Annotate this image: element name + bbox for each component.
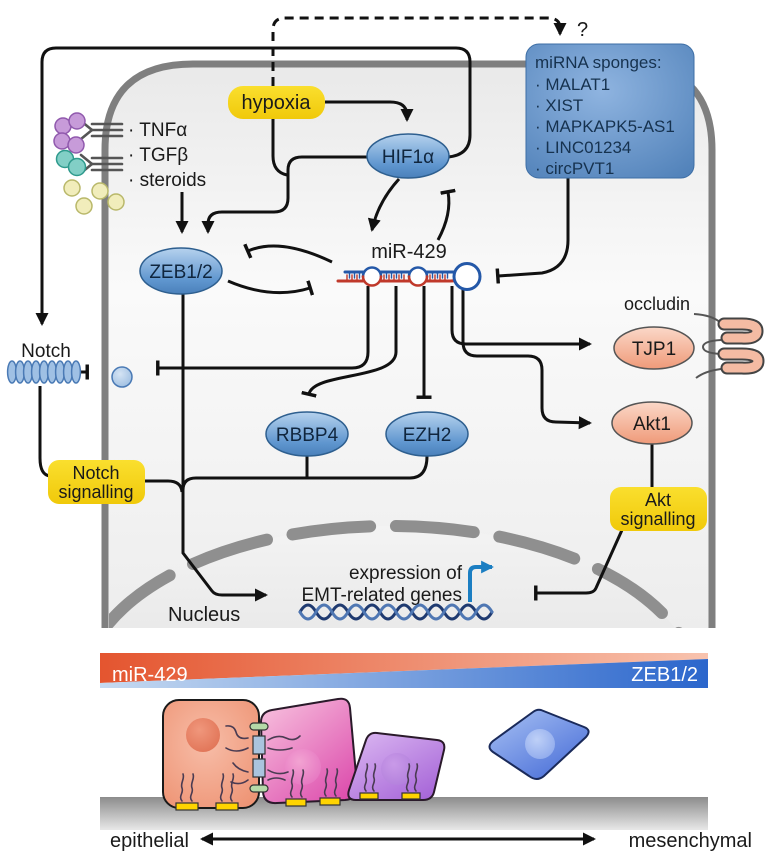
- line-hypoxia-branch: [271, 117, 288, 177]
- tbar-mir429-to-hif1a: [436, 188, 456, 241]
- gradient-bar: miR-429 ZEB1/2: [100, 653, 708, 688]
- sponges-panel: [525, 43, 695, 179]
- transition-cell-1-nucleus: [285, 749, 321, 785]
- tnfa-ligand-icon: [53, 112, 86, 154]
- microvilli-squiggles: [225, 725, 301, 785]
- hypoxia-box: [228, 86, 325, 119]
- notch-receptor: Notch: [6, 341, 133, 388]
- sponge-item: · LINC01234: [535, 138, 631, 157]
- arrow-hypoxia-to-hif1a: [325, 100, 414, 122]
- epithelial-cell: [162, 699, 260, 809]
- arrow-hif1a-to-notch: [35, 46, 472, 326]
- mirna-sponges-box: miRNA sponges: · MALAT1 · XIST · MAPKAPK…: [525, 19, 695, 179]
- epithelial-nucleus: [186, 718, 220, 752]
- dna-helix-icon: [298, 603, 494, 621]
- occludin-loop-icon: [717, 347, 765, 375]
- nucleus-content: Nucleus expression of EMT-related genes: [168, 560, 494, 626]
- rbbp4-label: RBBP4: [276, 425, 339, 446]
- sponge-item: · circPVT1: [535, 159, 614, 178]
- sponge-item: · XIST: [535, 96, 583, 115]
- mir429-label: miR-429: [371, 241, 447, 263]
- nuclear-envelope: [109, 520, 704, 628]
- sponge-item: · MALAT1: [535, 75, 610, 94]
- notch-signalling-line2: signalling: [58, 482, 133, 502]
- hif1a-label: HIF1α: [382, 147, 434, 168]
- notch-signalling-line1: Notch: [72, 463, 119, 483]
- steroid-ligand-icon: [63, 179, 125, 215]
- zeb12-wedge: [100, 659, 708, 688]
- tbar-zeb12-to-mir429: [227, 279, 315, 296]
- notch-label: Notch: [21, 341, 71, 362]
- expression-line1: expression of: [349, 563, 463, 584]
- arrow-zeb12-to-genes: [181, 294, 268, 602]
- question-mark-label: ?: [577, 19, 588, 41]
- focal-adhesion-icons: [175, 792, 421, 811]
- tbar-mir429-to-zeb12: [243, 243, 333, 264]
- arrow-hif1a-to-mir429: [367, 177, 401, 232]
- nucleus-region: [109, 520, 704, 628]
- bar-left-label: miR-429: [112, 664, 188, 686]
- mir429-wedge: [100, 653, 708, 683]
- occludin-label: occludin: [624, 294, 690, 314]
- nodes: hypoxia HIF1α ZEB1/2 RBBP4 EZH2 TJP1 Akt…: [48, 86, 707, 531]
- notch-chain-icon: [6, 360, 82, 384]
- ezh2-label: EZH2: [403, 425, 452, 446]
- line-notch-to-signalling: [38, 386, 51, 478]
- tjp1-label: TJP1: [632, 339, 676, 360]
- zeb12-node: [139, 247, 223, 295]
- steroids-label: · steroids: [128, 170, 206, 191]
- line-ezh2-junction: [181, 455, 429, 491]
- occludin-loop-icon: [717, 317, 764, 345]
- akt-signalling-line2: signalling: [620, 509, 695, 529]
- line-notch-signalling-junction: [145, 479, 184, 493]
- epithelial-label: epithelial: [110, 830, 189, 852]
- sponge-item: · MAPKAPK5-AS1: [535, 117, 675, 136]
- cell-body: [101, 60, 716, 628]
- mesenchymal-nucleus: [525, 729, 555, 759]
- mesenchymal-label: mesenchymal: [629, 830, 752, 852]
- notch-signalling-box: [48, 460, 145, 504]
- zeb12-label: ZEB1/2: [149, 262, 212, 283]
- hif1a-node: [366, 133, 450, 179]
- akt1-node: [611, 401, 693, 445]
- akt1-label: Akt1: [633, 414, 671, 435]
- receptor-cluster: · TNFα · TGFβ · steroids: [53, 112, 206, 215]
- dashed-arrow-hypoxia-to-sponges: [271, 16, 567, 86]
- cell-junction-icons: [249, 722, 269, 793]
- tnfa-label: · TNFα: [128, 120, 187, 141]
- nucleus-label: Nucleus: [168, 604, 240, 626]
- tgfb-ligand-icon: [55, 149, 87, 177]
- transcription-arrow-icon: [468, 560, 494, 602]
- akt-signalling-line1: Akt: [645, 490, 671, 510]
- tbar-sponges-to-mir429: [495, 178, 570, 284]
- arrow-mir429-to-tjp1: [450, 286, 592, 351]
- transition-cell-2-nucleus: [381, 753, 413, 785]
- occludin-complex: occludin: [624, 294, 765, 379]
- tbar-mir429-to-rbbp4: [301, 286, 398, 398]
- notch-ligand-icon: [111, 366, 133, 388]
- tjp1-node: [613, 326, 695, 370]
- ezh2-node: [385, 411, 469, 457]
- tgfb-receptor-icon: [79, 153, 124, 175]
- emt-cells: epithelial mesenchymal: [100, 697, 752, 852]
- cell-membrane: [101, 60, 716, 628]
- sponges-title: miRNA sponges:: [535, 53, 662, 72]
- tbar-akt-signalling-to-expression: [534, 529, 624, 601]
- hypoxia-label: hypoxia: [242, 92, 312, 114]
- bar-right-label: ZEB1/2: [631, 664, 698, 686]
- arrow-hif1a-to-zeb12: [201, 155, 368, 234]
- tbar-mir429-to-notch-ligand: [156, 286, 370, 376]
- mir429-hairpin: miR-429: [336, 241, 482, 291]
- arrow-mir429-to-akt1: [461, 286, 592, 430]
- hairpin-icon: [336, 262, 482, 291]
- tnfa-receptor-icon: [79, 119, 124, 141]
- connectors: [35, 16, 654, 602]
- rbbp4-node: [265, 411, 349, 457]
- occludin-strand-icon: [695, 368, 722, 379]
- akt-signalling-box: [610, 487, 707, 531]
- expression-line2: EMT-related genes: [301, 585, 462, 606]
- occludin-strand-icon: [701, 339, 722, 355]
- tgfb-label: · TGFβ: [128, 145, 188, 166]
